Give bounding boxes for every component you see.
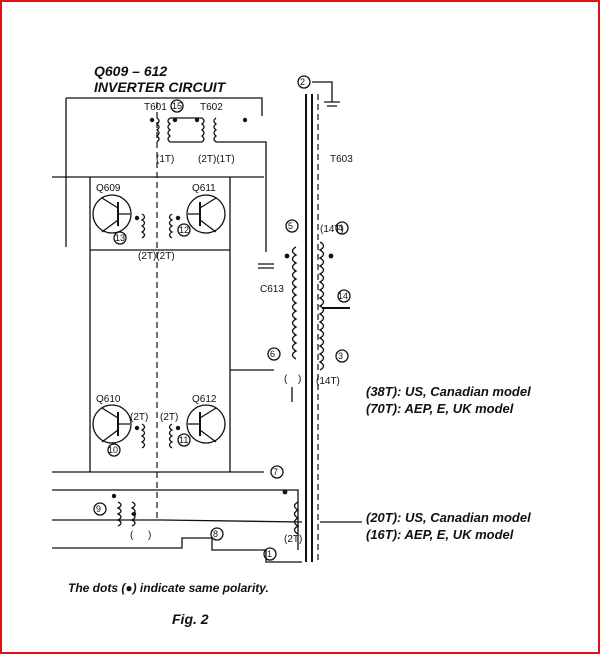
figure-caption: Fig. 2: [172, 611, 209, 627]
note-primary-us: (38T): US, Canadian model: [366, 384, 531, 399]
pin-2-label: 2: [300, 77, 305, 87]
upper-bridge-wires: [52, 176, 264, 402]
t601-label: T601: [144, 102, 167, 113]
q610-label: Q610: [96, 394, 121, 405]
c613-label: C613: [260, 284, 284, 295]
lower-bridge-wires: [52, 369, 274, 473]
turns-14t-bottom-label: (14T): [316, 376, 340, 387]
paren-close-2: ): [148, 530, 151, 541]
pin-5-marker: [285, 219, 299, 233]
t603-core: [305, 94, 313, 562]
t603-label: T603: [330, 154, 353, 165]
q611-transistor: [186, 194, 226, 234]
pin-1-label: 1: [267, 549, 272, 559]
q610-transistor: [92, 404, 132, 444]
note-secondary-aep: (16T): AEP, E, UK model: [366, 527, 514, 542]
turns-2t-right-label: (2T): [160, 412, 178, 423]
turns-2t-2t-top-label: (2T)(2T): [138, 251, 175, 262]
top-rail-wire: [65, 97, 263, 247]
turns-2t-left-label: (2T): [130, 412, 148, 423]
t603-output-winding: [293, 501, 300, 535]
q609-transistor: [92, 194, 132, 234]
pin-7-marker: [270, 465, 284, 479]
pin-14-marker: [337, 289, 351, 303]
polarity-note: The dots (●) indicate same polarity.: [68, 581, 269, 595]
pin-12-marker: [177, 223, 191, 237]
pin-1-marker: [263, 547, 277, 561]
pin-15-marker: [170, 99, 184, 113]
pin-9-winding: [111, 493, 137, 527]
pin-8-marker: [210, 527, 224, 541]
pin-2-marker: [297, 75, 311, 89]
ground-wire: [312, 81, 340, 107]
lower-base-windings: [134, 423, 181, 449]
note-primary-aep: (70T): AEP, E, UK model: [366, 401, 514, 416]
t603-secondary-winding: [318, 241, 325, 371]
t601-t602-windings: [149, 117, 267, 252]
pin-12-label: 12: [179, 225, 189, 235]
pin-7-label: 7: [273, 467, 278, 477]
pin-8-label: 8: [213, 529, 218, 539]
pin-11-marker: [177, 433, 191, 447]
pin-6-marker: [267, 347, 281, 361]
pin-13-marker: [113, 231, 127, 245]
turns-14t-top-label: (14T): [320, 224, 344, 235]
pin-3-marker: [335, 349, 349, 363]
title-line2: INVERTER CIRCUIT: [94, 79, 227, 95]
note-secondary-us: (20T): US, Canadian model: [366, 510, 531, 525]
output-dot: [282, 489, 288, 495]
upper-base-windings: [134, 213, 181, 239]
t602-label: T602: [200, 102, 223, 113]
pin-13-label: 13: [115, 233, 125, 243]
turns-2t-1t-label: (2T)(1T): [198, 154, 235, 165]
c613-capacitor: [258, 263, 274, 269]
t603-primary-winding: [291, 246, 298, 360]
q611-label: Q611: [192, 183, 216, 194]
pin-9-label: 9: [96, 504, 101, 514]
pin-4-label: 4: [338, 223, 343, 233]
pin-6-label: 6: [270, 349, 275, 359]
q609-label: Q609: [96, 183, 121, 194]
pin-9-marker: [93, 502, 107, 516]
pin-10-label: 10: [108, 445, 118, 455]
pin-4-marker: [335, 221, 349, 235]
paren-open-2: (: [130, 530, 134, 541]
paren-open-1: (: [284, 374, 288, 385]
primary-dot: [284, 253, 290, 259]
pin-14-label: 14: [338, 291, 348, 301]
pin-5-label: 5: [288, 221, 293, 231]
pin-3-label: 3: [338, 351, 343, 361]
pin-10-marker: [107, 443, 121, 457]
pin-15-label: 15: [172, 101, 182, 111]
title-line1: Q609 – 612: [94, 63, 167, 79]
turns-1t-label: (1T): [156, 154, 174, 165]
q612-transistor: [186, 404, 226, 444]
pin-11-label: 11: [179, 435, 188, 445]
lower-section-wires: [52, 489, 303, 563]
paren-close-1: ): [298, 374, 301, 385]
secondary-dot: [328, 253, 334, 259]
turns-2t-output-label: (2T): [284, 534, 302, 545]
q612-label: Q612: [192, 394, 217, 405]
